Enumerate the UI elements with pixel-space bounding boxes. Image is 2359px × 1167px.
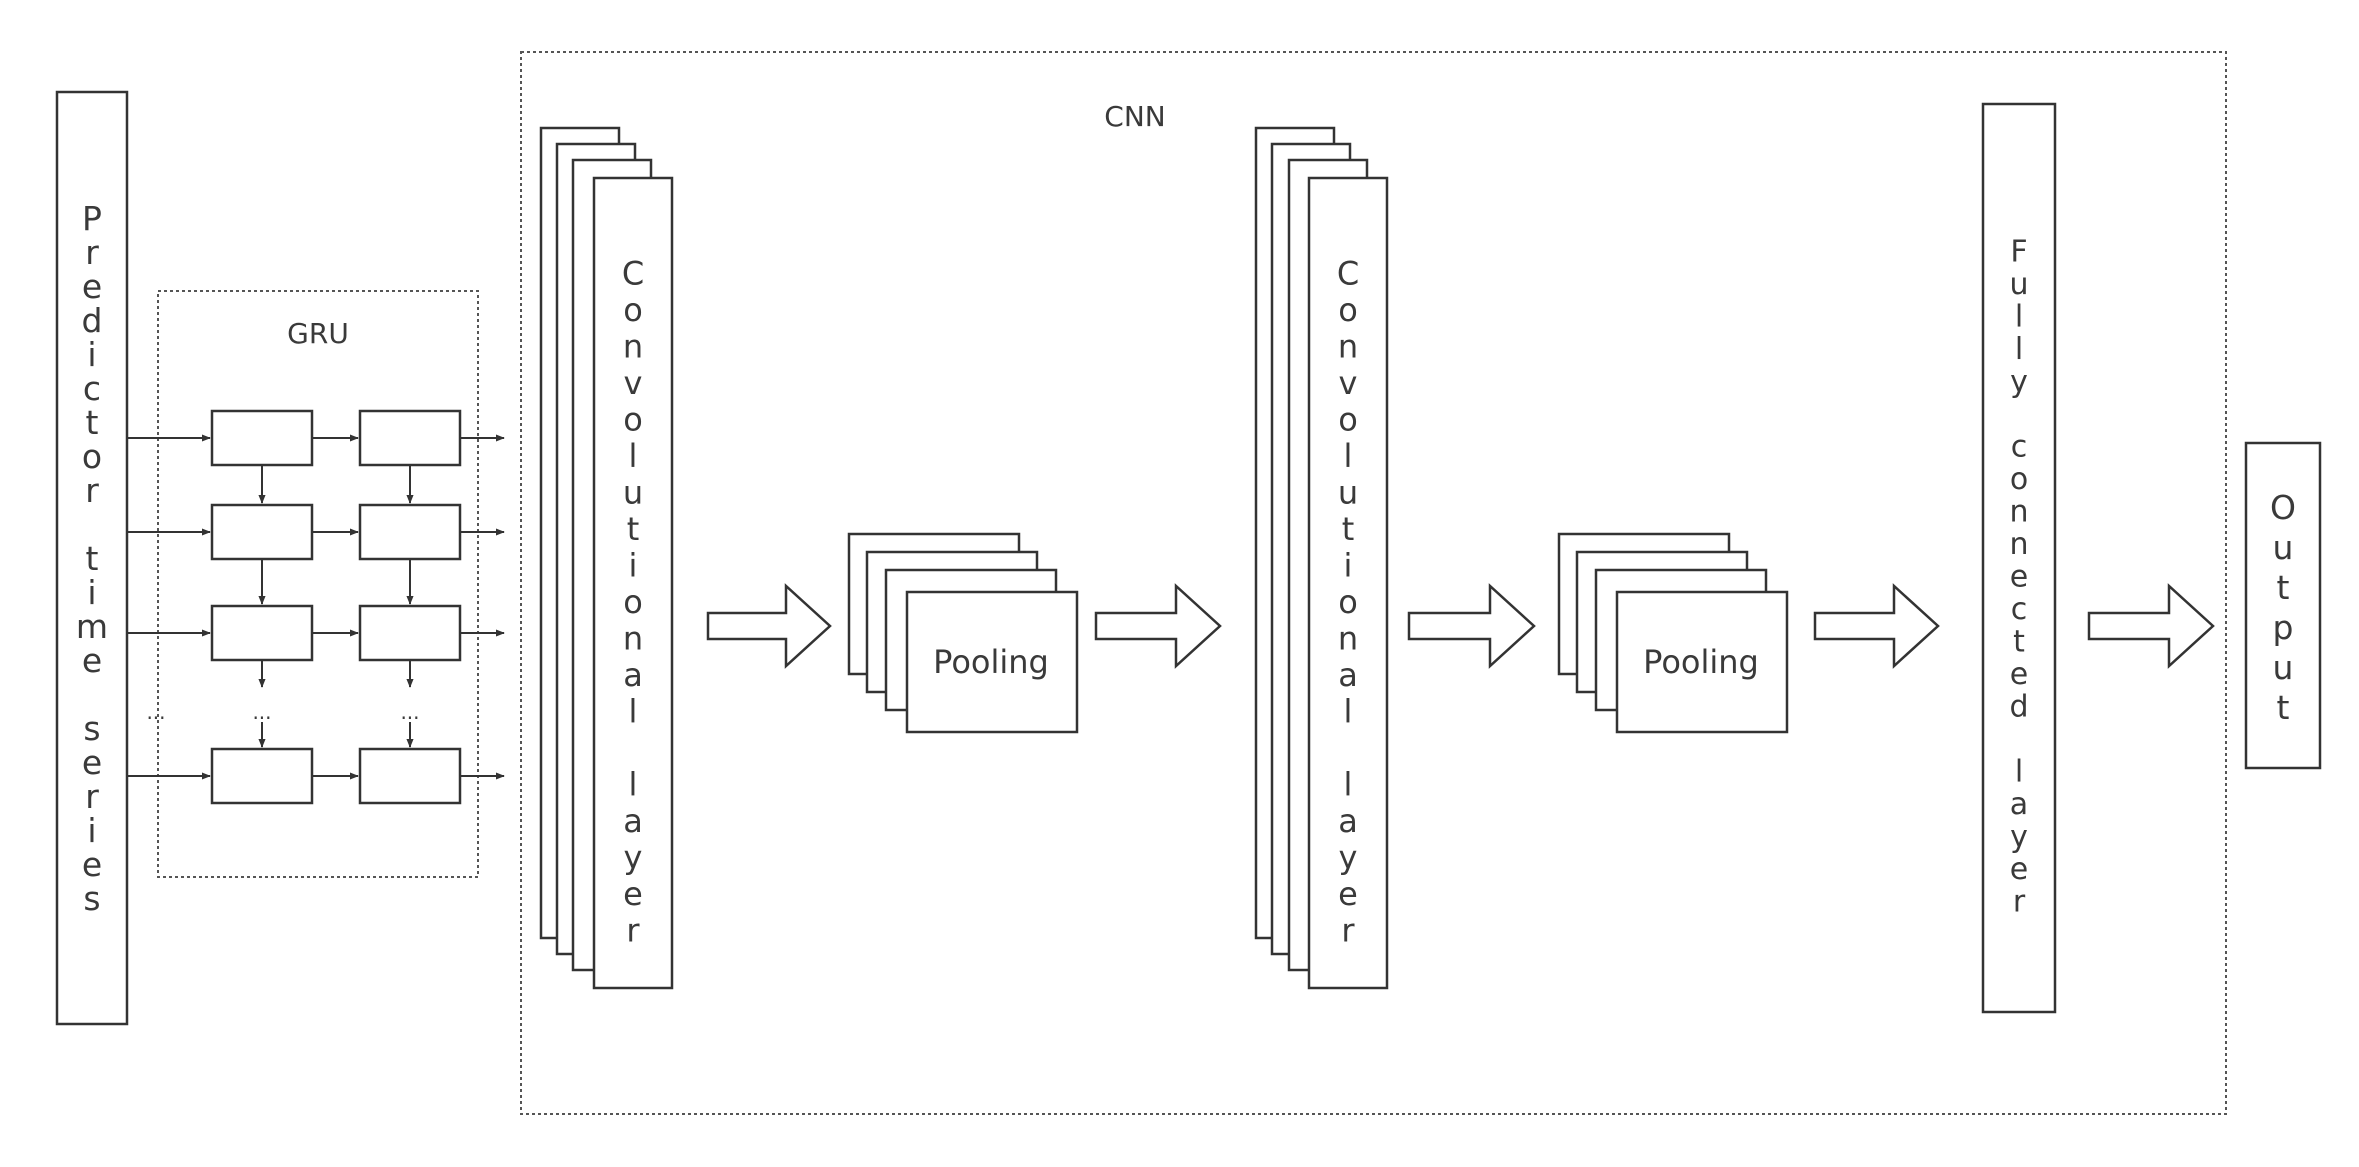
flow-arrow xyxy=(1094,583,1222,669)
cnn-boundary xyxy=(520,51,2227,1115)
pooling-2-label: Pooling xyxy=(1643,643,1759,681)
gru-vertical-arrows xyxy=(258,466,414,748)
flow-arrow xyxy=(706,583,832,669)
flow-arrow xyxy=(2087,583,2215,669)
pooling-2 xyxy=(1557,532,1789,734)
gru-cell xyxy=(358,503,462,561)
gru-horizontal-arrows xyxy=(128,434,505,780)
gru-block: GRU xyxy=(128,290,505,878)
conv-layer-2 xyxy=(1254,126,1389,990)
flow-arrow xyxy=(1407,583,1536,669)
flow-arrow xyxy=(1813,583,1940,669)
cnn-label: CNN xyxy=(1104,100,1165,133)
gru-cell xyxy=(210,503,314,561)
cnn-block: CNN xyxy=(520,51,2227,1115)
gru-ellipsis: ... xyxy=(252,700,271,724)
gru-label: GRU xyxy=(287,317,349,350)
gru-cell xyxy=(210,409,314,467)
gru-cell xyxy=(210,604,314,662)
gru-cell xyxy=(358,747,462,805)
gru-ellipsis: ... xyxy=(146,700,165,724)
pooling-1 xyxy=(847,532,1079,734)
gru-cell xyxy=(358,409,462,467)
gru-boundary xyxy=(157,290,479,878)
gru-cell xyxy=(358,604,462,662)
gru-cell xyxy=(210,747,314,805)
conv-layer-1 xyxy=(539,126,674,990)
gru-ellipsis: ... xyxy=(400,700,419,724)
pooling-1-label: Pooling xyxy=(933,643,1049,681)
